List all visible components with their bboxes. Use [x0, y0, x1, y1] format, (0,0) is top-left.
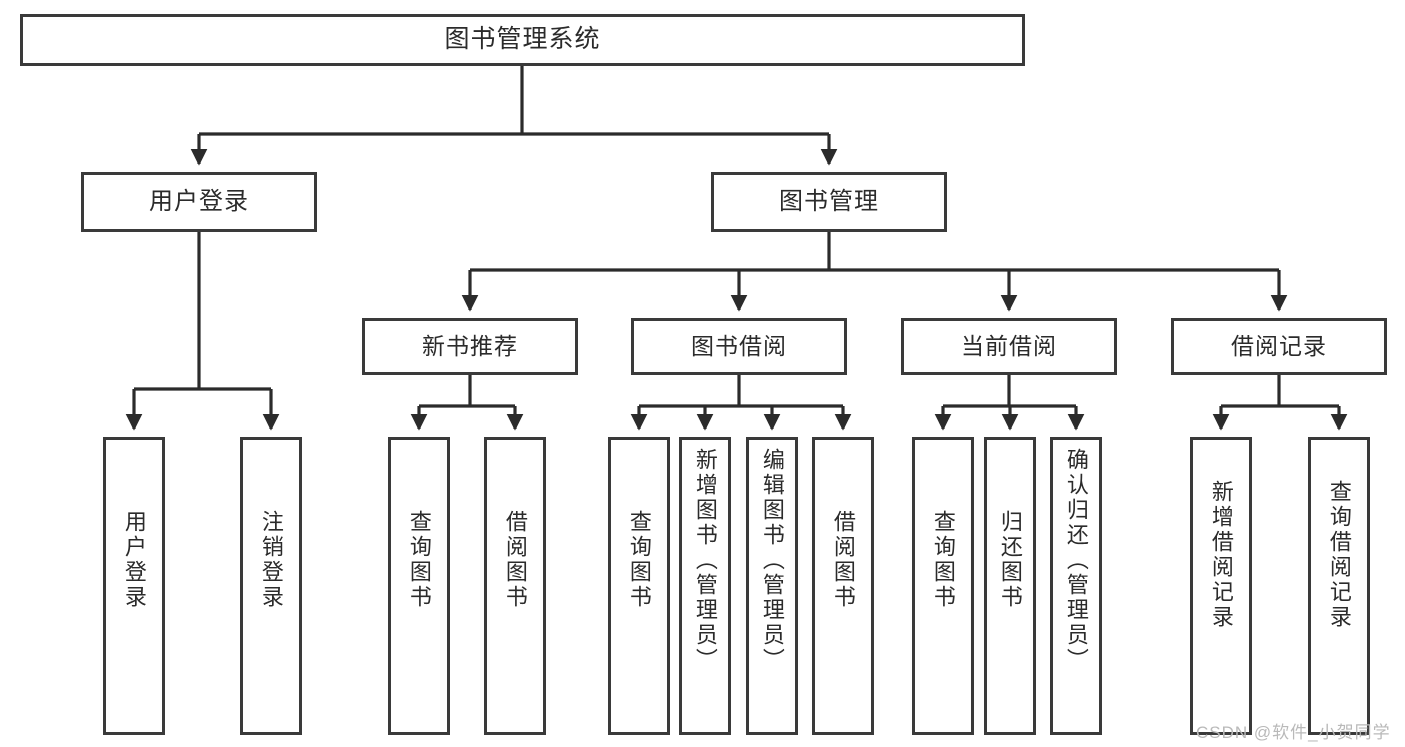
node-leaf-edit-book[interactable]: 编辑图书（管理员）: [746, 437, 798, 735]
node-leaf-confirm-return[interactable]: 确认归还（管理员）: [1050, 437, 1102, 735]
node-leaf-user-login[interactable]: 用户登录: [103, 437, 165, 735]
node-leaf-borrow-book-2[interactable]: 借阅图书: [812, 437, 874, 735]
node-current-borrow[interactable]: 当前借阅: [901, 318, 1117, 375]
node-leaf-query-book-2-label: 查询图书: [626, 510, 652, 610]
node-leaf-query-book-3-label: 查询图书: [930, 510, 956, 610]
node-leaf-query-book-1-label: 查询图书: [406, 510, 432, 610]
node-leaf-user-login-label: 用户登录: [121, 510, 147, 610]
node-user-login-label: 用户登录: [149, 187, 249, 215]
node-leaf-query-book-1[interactable]: 查询图书: [388, 437, 450, 735]
node-new-book-rec-label: 新书推荐: [422, 332, 518, 359]
node-root-label: 图书管理系统: [444, 25, 601, 54]
node-leaf-query-record[interactable]: 查询借阅记录: [1308, 437, 1370, 735]
node-book-manage[interactable]: 图书管理: [711, 172, 947, 232]
node-leaf-user-logout-label: 注销登录: [258, 510, 284, 610]
node-book-borrow-label: 图书借阅: [691, 332, 787, 359]
node-user-login[interactable]: 用户登录: [81, 172, 317, 232]
node-current-borrow-label: 当前借阅: [961, 332, 1057, 359]
node-leaf-query-book-2[interactable]: 查询图书: [608, 437, 670, 735]
node-leaf-borrow-book-2-label: 借阅图书: [830, 510, 856, 610]
node-book-borrow[interactable]: 图书借阅: [631, 318, 847, 375]
node-leaf-borrow-book-1-label: 借阅图书: [502, 510, 528, 610]
node-leaf-query-book-3[interactable]: 查询图书: [912, 437, 974, 735]
node-leaf-add-record[interactable]: 新增借阅记录: [1190, 437, 1252, 735]
node-borrow-record[interactable]: 借阅记录: [1171, 318, 1387, 375]
node-borrow-record-label: 借阅记录: [1231, 332, 1327, 359]
watermark: CSDN @软件_小贺同学: [1196, 723, 1391, 742]
node-leaf-add-record-label: 新增借阅记录: [1208, 480, 1234, 630]
node-leaf-borrow-book-1[interactable]: 借阅图书: [484, 437, 546, 735]
node-leaf-return-book[interactable]: 归还图书: [984, 437, 1036, 735]
node-root[interactable]: 图书管理系统: [20, 14, 1025, 66]
node-book-manage-label: 图书管理: [779, 187, 879, 215]
node-leaf-add-book[interactable]: 新增图书（管理员）: [679, 437, 731, 735]
node-leaf-add-book-label: 新增图书（管理员）: [692, 448, 718, 673]
node-new-book-rec[interactable]: 新书推荐: [362, 318, 578, 375]
node-leaf-confirm-return-label: 确认归还（管理员）: [1063, 448, 1089, 673]
node-leaf-return-book-label: 归还图书: [997, 510, 1023, 610]
node-leaf-query-record-label: 查询借阅记录: [1326, 480, 1352, 630]
node-leaf-edit-book-label: 编辑图书（管理员）: [759, 448, 785, 673]
node-leaf-user-logout[interactable]: 注销登录: [240, 437, 302, 735]
